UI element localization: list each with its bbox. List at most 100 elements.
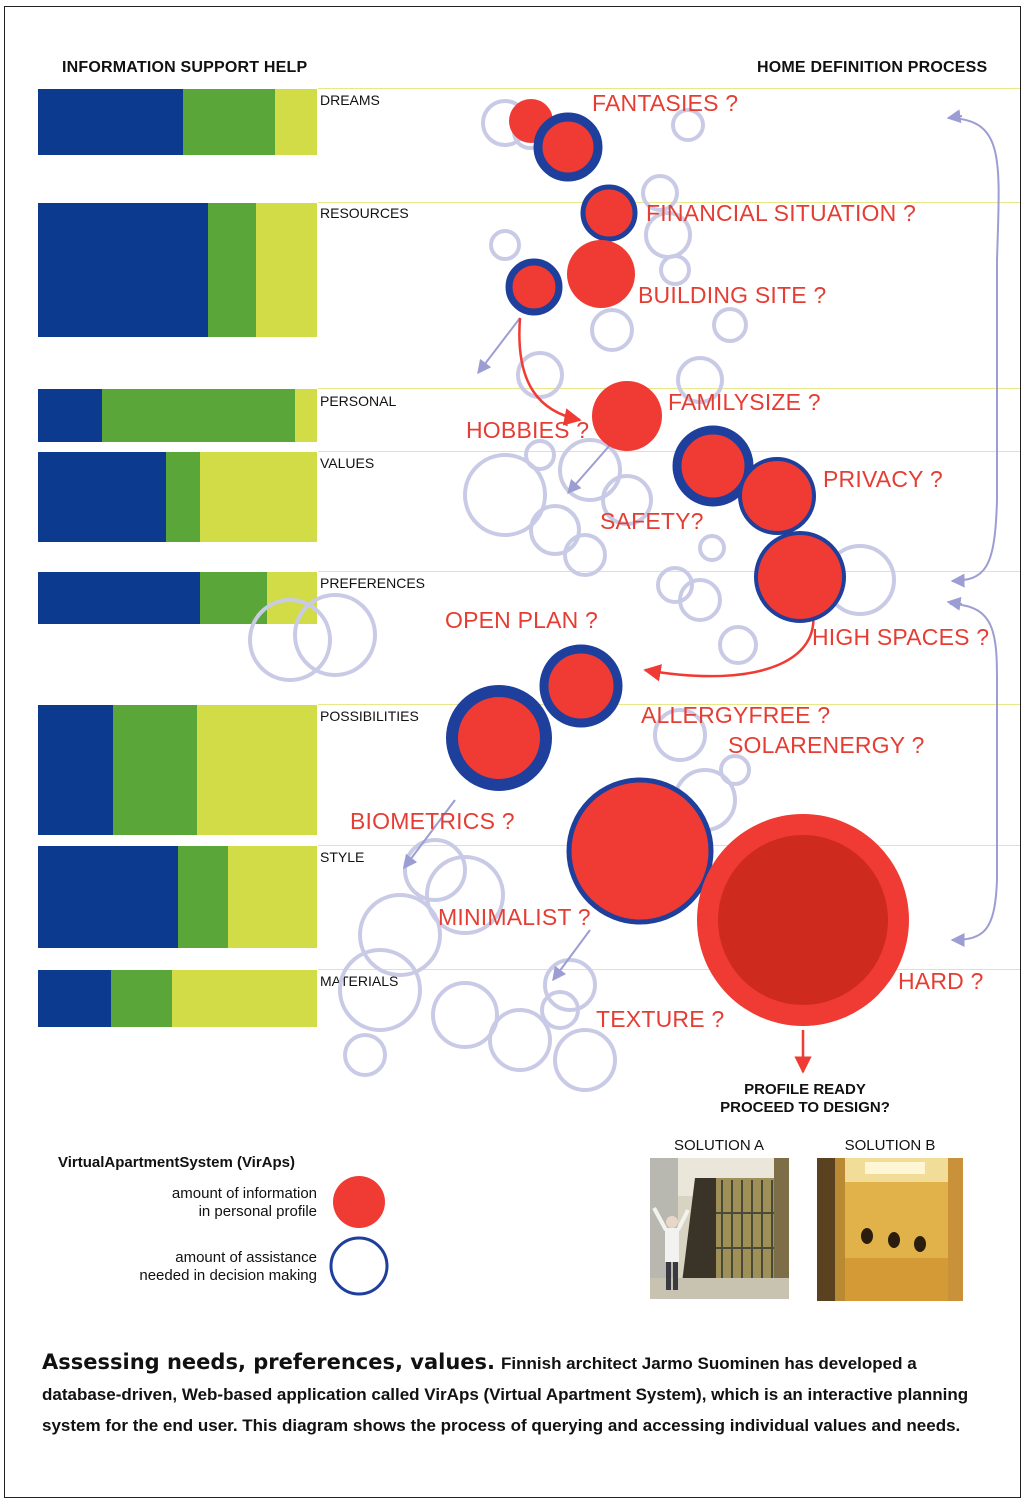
red-arrow-to-open-plan <box>643 599 815 682</box>
legend-info-text: amount of information in personal profil… <box>80 1185 317 1221</box>
question-hobbies: HOBBIES ? <box>466 417 590 443</box>
red-arrows <box>518 317 815 1074</box>
question-familysize: FAMILYSIZE ? <box>668 389 821 415</box>
feedback-arrow-lower <box>949 603 999 947</box>
question-fantasies: FANTASIES ? <box>592 90 739 116</box>
bar-segment-blue <box>38 89 184 155</box>
bar-segment-lime <box>266 572 317 624</box>
bubble-dreams-ring <box>533 112 603 182</box>
arrow <box>567 444 611 495</box>
bar-label-values: VALUES <box>320 455 375 471</box>
bar-segment-lime <box>227 846 317 948</box>
guide-line <box>318 202 1020 203</box>
bubble-high-spaces <box>754 531 846 623</box>
legend-info-line2: in personal profile <box>198 1203 317 1220</box>
legend-title: VirtualApartmentSystem (VirAps) <box>58 1154 296 1171</box>
legend-ring-circle <box>329 1236 389 1296</box>
profile-ready-line1: PROFILE READY <box>744 1081 866 1098</box>
question-safety: SAFETY? <box>600 508 704 534</box>
bar-segment-blue <box>38 970 111 1027</box>
bar-segment-green <box>177 846 228 948</box>
bar-segment-green <box>110 970 172 1027</box>
question-texture: TEXTURE ? <box>596 1006 725 1032</box>
bar-label-preferences: PREFERENCES <box>320 575 426 591</box>
guide-line <box>318 388 1020 389</box>
profile-bubbles <box>446 99 909 1026</box>
bar-segment-lime <box>197 705 317 835</box>
question-allergyfree: ALLERGYFREE ? <box>641 702 831 728</box>
bar-segment-blue <box>38 572 200 624</box>
bar-materials <box>38 970 317 1027</box>
question-biometrics: BIOMETRICS ? <box>350 808 515 834</box>
bar-dreams <box>38 89 317 155</box>
bubble-privacy-ring <box>672 425 754 507</box>
page-frame <box>4 6 1021 1498</box>
solution-b-image[interactable] <box>817 1158 963 1301</box>
bubble-building-site <box>567 240 635 308</box>
caption-body: Finnish architect Jarmo Suominen has dev… <box>42 1354 969 1435</box>
bubble-familysize <box>592 381 662 451</box>
bar-label-personal: PERSONAL <box>320 393 397 409</box>
bar-segment-blue <box>38 452 167 542</box>
question-privacy: PRIVACY ? <box>823 466 943 492</box>
arrow <box>403 799 456 870</box>
arrow <box>552 929 591 982</box>
question-high-spaces: HIGH SPACES ? <box>812 624 990 650</box>
legend-assist-line1: amount of assistance <box>175 1249 317 1266</box>
guide-line <box>318 969 1020 970</box>
solution-b-label: SOLUTION B <box>844 1137 936 1154</box>
red-arrow-to-hobbies <box>518 317 582 426</box>
guide-line <box>318 571 1020 572</box>
bar-segment-green <box>183 89 276 155</box>
bubble-site-ring <box>505 258 563 316</box>
bubble-open-plan <box>539 644 623 728</box>
lavender-arrows <box>403 109 1000 982</box>
legend-info-line1: amount of information <box>171 1185 317 1202</box>
bubble-financial <box>580 184 638 242</box>
bar-personal <box>38 389 317 442</box>
question-financial-situation: FINANCIAL SITUATION ? <box>646 200 917 226</box>
bar-segment-green <box>113 705 198 835</box>
bar-segment-lime <box>199 452 317 542</box>
profile-ready-line2: PROCEED TO DESIGN? <box>720 1099 890 1116</box>
bar-values <box>38 452 317 542</box>
bar-segment-lime <box>255 203 317 337</box>
bubble-minimalist <box>566 777 714 925</box>
solution-a-image[interactable] <box>650 1158 789 1299</box>
bubble-privacy <box>738 457 816 535</box>
legend-assist-text: amount of assistance needed in decision … <box>80 1249 317 1285</box>
profile-ready-note: PROFILE READY PROCEED TO DESIGN? <box>660 1081 950 1117</box>
bar-segment-green <box>166 452 200 542</box>
feedback-arrow-upper <box>949 117 1000 588</box>
legend-red-circle <box>333 1176 385 1228</box>
guide-line <box>318 88 1020 89</box>
bar-segment-blue <box>38 203 209 337</box>
bar-label-possibilities: POSSIBILITIES <box>320 708 419 724</box>
arrow <box>946 109 963 124</box>
figure-caption: Assessing needs, preferences, values.Fin… <box>42 1347 992 1441</box>
bar-segment-lime <box>171 970 317 1027</box>
bar-resources <box>38 203 317 337</box>
bar-segment-blue <box>38 389 103 442</box>
guide-line <box>318 451 1020 452</box>
bar-preferences <box>38 572 317 624</box>
bubble-biometrics <box>446 685 552 791</box>
arrow <box>946 596 963 611</box>
bar-segment-lime <box>275 89 317 155</box>
bar-segment-green <box>199 572 267 624</box>
bar-label-resources: RESOURCES <box>320 205 409 221</box>
question-minimalist: MINIMALIST ? <box>438 904 591 930</box>
question-open-plan: OPEN PLAN ? <box>445 607 599 633</box>
bar-segment-lime <box>294 389 317 442</box>
question-solarenergy: SOLARENERGY ? <box>728 732 925 758</box>
bar-style <box>38 846 317 948</box>
bar-label-style: STYLE <box>320 849 365 865</box>
bar-segment-green <box>208 203 256 337</box>
legend-assist-line2: needed in decision making <box>139 1267 317 1284</box>
solution-a-label: SOLUTION A <box>673 1137 765 1154</box>
right-column-header: HOME DEFINITION PROCESS <box>757 59 988 76</box>
bar-segment-green <box>102 389 295 442</box>
bar-label-dreams: DREAMS <box>320 92 380 108</box>
bubble-materials-inner <box>718 835 888 1005</box>
